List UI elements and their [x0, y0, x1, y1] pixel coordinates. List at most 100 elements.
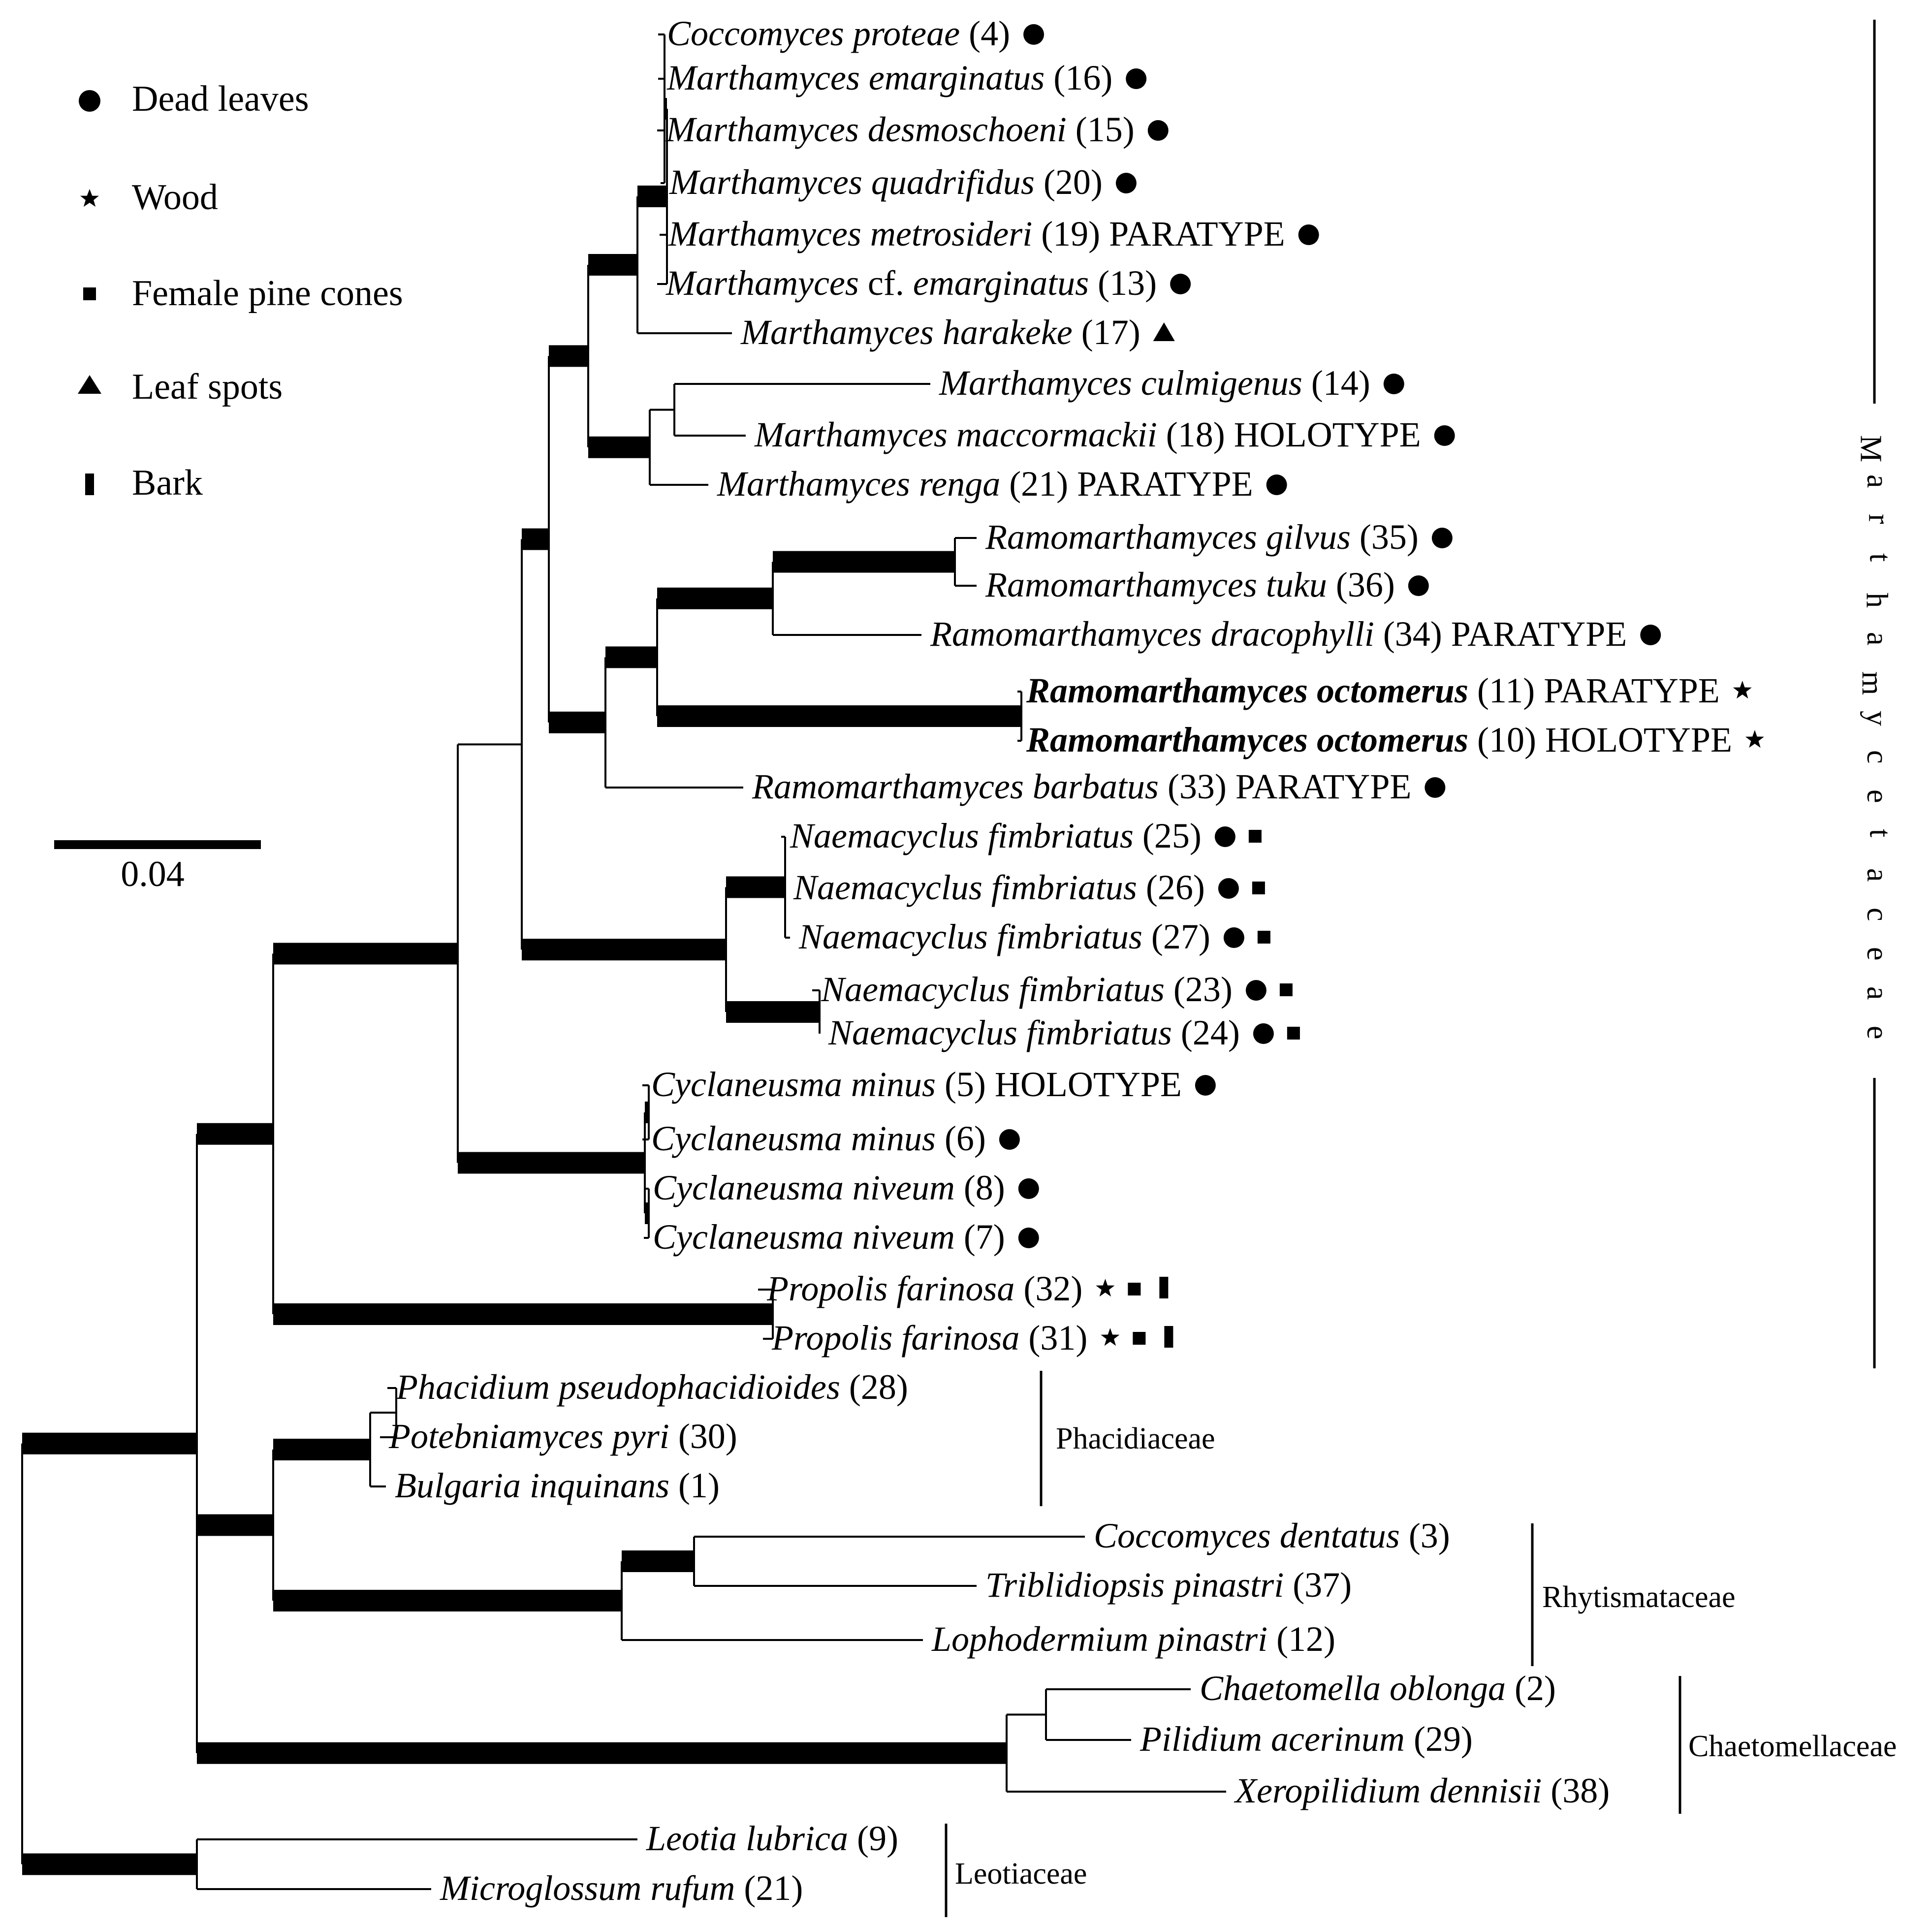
taxon-label: Naemacyclus fimbriatus (25) — [790, 816, 1202, 855]
scale-bar: 0.04 — [54, 840, 261, 894]
type-status: HOLOTYPE — [1225, 415, 1421, 454]
legend-label-wood: Wood — [132, 177, 218, 218]
isolate-number: (14) — [1302, 363, 1370, 403]
bark-icon — [1159, 1277, 1169, 1298]
type-status: PARATYPE — [1068, 464, 1253, 504]
taxon-name: Xeropilidium dennisii — [1234, 1771, 1542, 1810]
type-status: HOLOTYPE — [986, 1065, 1182, 1104]
taxon-name: Ramomarthamyces octomerus — [1026, 720, 1468, 759]
dead-leaves-icon — [1640, 625, 1661, 645]
taxon-name: Propolis farinosa — [766, 1269, 1014, 1308]
type-status: PARATYPE — [1442, 614, 1627, 654]
isolate-number: (2) — [1506, 1669, 1556, 1708]
taxon-label: Marthamyces quadrifidus (20) — [669, 162, 1103, 202]
taxon-name: Triblidiopsis pinastri — [985, 1565, 1284, 1605]
taxon-label: Propolis farinosa (32) — [766, 1269, 1082, 1308]
taxon-name: Coccomyces proteae — [667, 14, 960, 53]
isolate-number: (21) — [1000, 464, 1068, 504]
isolate-number: (34) — [1374, 614, 1442, 654]
dead-leaves-icon — [1253, 1023, 1274, 1044]
taxon-name: Marthamyces desmoschoeni — [665, 110, 1067, 149]
dead-leaves-icon — [1018, 1178, 1039, 1199]
dead-leaves-icon — [1425, 777, 1446, 798]
taxon-name: Marthamyces culmigenus — [939, 363, 1302, 403]
dead-leaves-icon — [1195, 1075, 1216, 1096]
taxon-name: Marthamyces renga — [717, 464, 1000, 504]
female-pine-cones-icon — [1252, 882, 1265, 894]
taxon-label: Pilidium acerinum (29) — [1140, 1719, 1473, 1759]
taxon-name: Ramomarthamyces octomerus — [1026, 671, 1468, 710]
taxon-name: Cyclaneusma niveum — [653, 1217, 955, 1257]
taxon-name: Marthamyces metrosideri — [668, 214, 1032, 253]
bark-icon — [85, 474, 94, 495]
taxon-label: Marthamyces desmoschoeni (15) — [665, 110, 1135, 149]
type-status: PARATYPE — [1100, 214, 1285, 253]
taxon-label: Lophodermium pinastri (12) — [931, 1619, 1335, 1659]
dead-leaves-icon — [1126, 68, 1147, 89]
taxon-name: Ramomarthamyces tuku — [985, 565, 1327, 604]
taxon-label: Marthamyces maccormackii (18) HOLOTYPE — [754, 415, 1421, 454]
taxon-name: Ramomarthamyces dracophylli — [930, 614, 1374, 654]
taxon-label: Marthamyces cf. emarginatus (13) — [665, 263, 1157, 303]
dead-leaves-icon — [1223, 927, 1244, 948]
wood-icon — [1096, 1279, 1115, 1297]
family-label-leotiaceae: Leotiaceae — [955, 1857, 1087, 1891]
isolate-number: (11) — [1468, 671, 1535, 710]
taxon-name: Leotia lubrica — [646, 1819, 848, 1858]
taxon-name: Coccomyces dentatus — [1094, 1516, 1400, 1555]
isolate-number: (10) — [1468, 720, 1536, 759]
legend-label-female-pine-cones: Female pine cones — [132, 273, 403, 314]
taxon-label: Ramomarthamyces tuku (36) — [985, 565, 1395, 604]
leaf-spots-icon — [1153, 322, 1175, 341]
taxon-label: Naemacyclus fimbriatus (27) — [798, 917, 1210, 956]
taxon-name: Phacidium pseudophacidioides — [396, 1367, 840, 1407]
dead-leaves-icon — [1245, 980, 1267, 1001]
taxon-labels: Coccomyces proteae (4)Marthamyces emargi… — [388, 14, 1764, 1908]
taxon-name: Naemacyclus fimbriatus — [798, 917, 1142, 956]
female-pine-cones-icon — [1248, 830, 1262, 843]
taxon-label: Ramomarthamyces octomerus (11) PARATYPE — [1026, 671, 1720, 710]
isolate-number: (9) — [848, 1819, 898, 1858]
bark-icon — [1164, 1326, 1173, 1348]
taxon-label: Cyclaneusma niveum (7) — [653, 1217, 1005, 1257]
dead-leaves-icon — [1218, 878, 1239, 899]
type-status: PARATYPE — [1227, 767, 1411, 806]
isolate-number: (37) — [1284, 1565, 1352, 1605]
dead-leaves-icon — [1431, 528, 1453, 548]
type-status: HOLOTYPE — [1536, 720, 1732, 759]
female-pine-cones-icon — [83, 287, 96, 300]
taxon-label: Propolis farinosa (31) — [771, 1318, 1087, 1358]
taxon-label: Cyclaneusma minus (5) HOLOTYPE — [651, 1065, 1182, 1104]
taxon-label: Cyclaneusma niveum (8) — [653, 1168, 1005, 1207]
taxon-label: Marthamyces harakeke (17) — [740, 313, 1140, 352]
isolate-number: (20) — [1035, 162, 1103, 202]
wood-icon — [80, 189, 99, 207]
taxon-name: Marthamyces quadrifidus — [669, 162, 1035, 202]
taxon-name: Naemacyclus fimbriatus — [790, 816, 1134, 855]
dead-leaves-icon — [1018, 1228, 1039, 1248]
female-pine-cones-icon — [1257, 931, 1270, 944]
taxon-name: Marthamyces — [665, 263, 859, 303]
isolate-number: (3) — [1400, 1516, 1450, 1555]
isolate-number: (26) — [1137, 868, 1205, 907]
taxon-name: Ramomarthamyces gilvus — [985, 517, 1351, 557]
taxon-label: Marthamyces culmigenus (14) — [939, 363, 1370, 403]
isolate-number: (18) — [1157, 415, 1225, 454]
tree-branches — [21, 33, 1226, 1890]
taxon-label: Naemacyclus fimbriatus (26) — [793, 868, 1205, 907]
type-status: PARATYPE — [1535, 671, 1719, 710]
taxon-name: Propolis farinosa — [771, 1318, 1019, 1358]
female-pine-cones-icon — [1128, 1283, 1141, 1295]
isolate-number: (13) — [1089, 263, 1157, 303]
isolate-number: (6) — [936, 1119, 986, 1158]
dead-leaves-icon — [1408, 575, 1429, 596]
isolate-number: (29) — [1405, 1719, 1473, 1759]
dead-leaves-icon — [1115, 173, 1137, 193]
isolate-number: (19) — [1032, 214, 1100, 253]
taxon-name: Microglossum rufum — [440, 1868, 735, 1908]
taxon-name: Naemacyclus fimbriatus — [828, 1013, 1172, 1052]
isolate-number: (1) — [669, 1466, 720, 1505]
isolate-number: (15) — [1067, 110, 1135, 149]
